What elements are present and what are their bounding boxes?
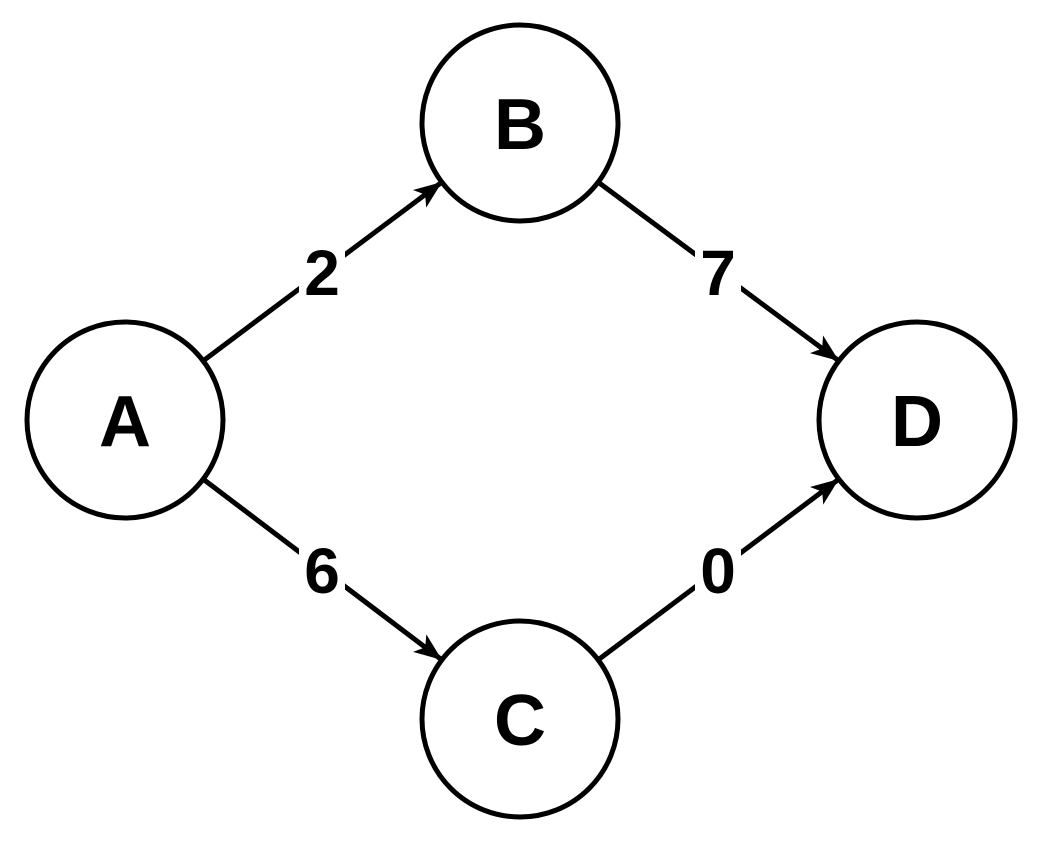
edge-C-D: 0	[596, 477, 841, 662]
edge-C-D-weight-label: 0	[700, 535, 736, 607]
node-B: B	[419, 22, 621, 224]
edge-A-B: 2	[201, 179, 444, 364]
edge-B-D: 7	[596, 179, 841, 364]
edge-B-D-weight-label: 7	[700, 237, 736, 309]
edge-A-B-weight-label: 2	[304, 237, 340, 309]
node-A-circle	[24, 319, 226, 521]
node-B-circle	[419, 22, 621, 224]
node-D-label: D	[891, 382, 943, 462]
node-C: C	[419, 618, 621, 820]
node-D: D	[816, 319, 1018, 521]
edge-A-B-label-halo	[299, 245, 345, 299]
edge-B-D-label-halo	[695, 245, 741, 299]
edge-A-C-label-halo	[299, 543, 345, 597]
edge-A-C: 6	[201, 477, 444, 662]
edge-A-C-weight-label: 6	[304, 535, 340, 607]
node-C-label: C	[494, 681, 546, 761]
node-C-circle	[419, 618, 621, 820]
node-A: A	[24, 319, 226, 521]
node-B-label: B	[494, 85, 546, 165]
node-A-label: A	[99, 382, 151, 462]
node-D-circle	[816, 319, 1018, 521]
edge-C-D-label-halo	[695, 543, 741, 597]
